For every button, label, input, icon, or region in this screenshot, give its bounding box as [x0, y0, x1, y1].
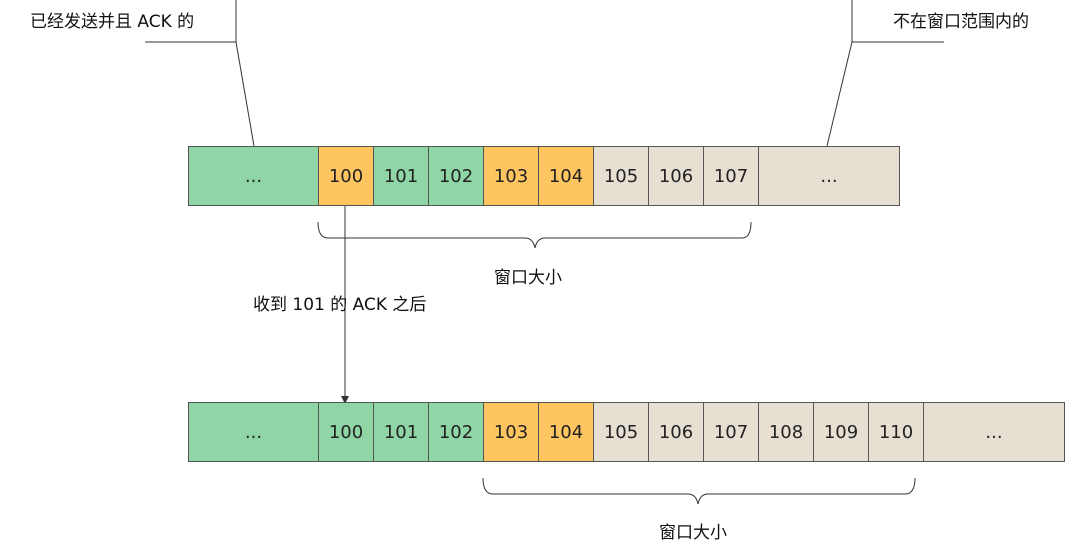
sequence-cell: 105	[593, 402, 649, 462]
sequence-cell: 109	[813, 402, 869, 462]
sequence-cell: 102	[428, 402, 484, 462]
callout-left-pointer	[235, 41, 255, 147]
sequence-cell: 104	[538, 402, 594, 462]
sequence-cell: ...	[188, 146, 319, 206]
sequence-cell: 108	[758, 402, 814, 462]
sequence-cell: 104	[538, 146, 594, 206]
sequence-cell: ...	[923, 402, 1065, 462]
transition-label: 收到 101 的 ACK 之后	[253, 295, 427, 315]
sequence-cell: 106	[648, 402, 704, 462]
sequence-cell: 102	[428, 146, 484, 206]
sequence-cell: 107	[703, 146, 759, 206]
callout-left-label: 已经发送并且 ACK 的	[30, 12, 195, 32]
sequence-cell: ...	[758, 146, 900, 206]
transition-arrow-head	[341, 396, 349, 404]
sequence-cell: ...	[188, 402, 319, 462]
sequence-cell: 101	[373, 402, 429, 462]
callout-right-label: 不在窗口范围内的	[893, 12, 1029, 32]
window-label-after: 窗口大小	[659, 523, 727, 543]
callout-right-pointer	[826, 41, 853, 147]
sequence-cell: 105	[593, 146, 649, 206]
sequence-cell: 103	[483, 402, 539, 462]
window-brace-after	[482, 477, 916, 505]
sequence-cell: 103	[483, 146, 539, 206]
sequence-cell: 100	[318, 402, 374, 462]
sequence-cell: 100	[318, 146, 374, 206]
window-label-before: 窗口大小	[494, 268, 562, 288]
sequence-cell: 101	[373, 146, 429, 206]
sequence-cell: 110	[868, 402, 924, 462]
window-brace-before	[317, 221, 752, 249]
sequence-cell: 106	[648, 146, 704, 206]
sequence-cell: 107	[703, 402, 759, 462]
